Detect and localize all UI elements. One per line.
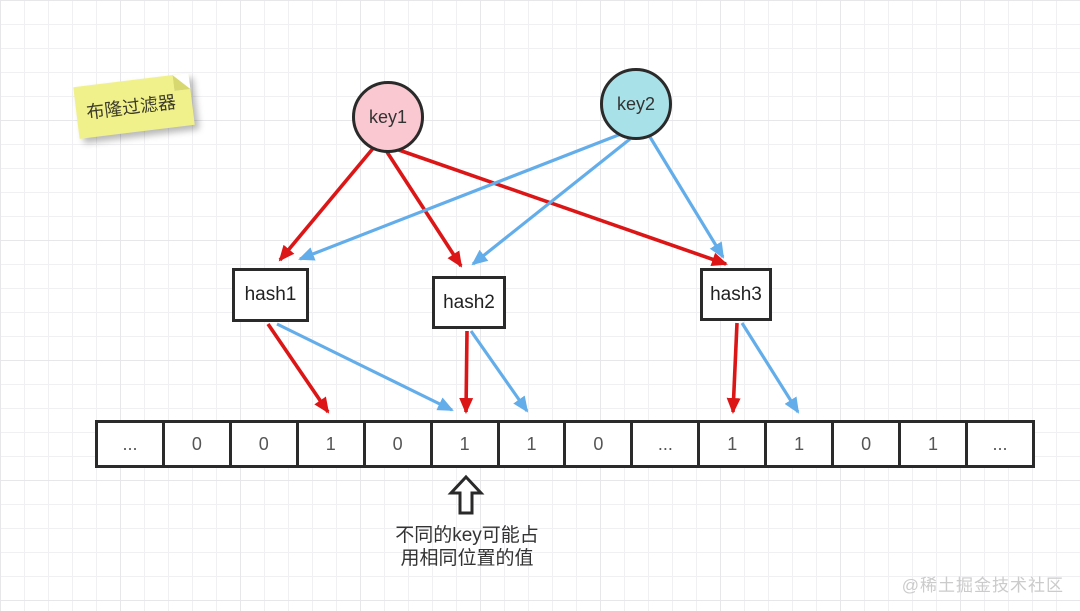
key1-node: key1: [352, 81, 424, 153]
hash3-box: hash3: [700, 268, 772, 321]
hash1-label: hash1: [244, 284, 297, 305]
bit-cell: 1: [901, 423, 968, 465]
hash3-to-bit11-arrow: [740, 322, 800, 414]
bit-cell: 0: [366, 423, 433, 465]
collision-caption: 不同的key可能占 用相同位置的值: [347, 524, 587, 570]
key2-node: key2: [600, 68, 672, 140]
key2-to-hash1-arrow: [298, 132, 622, 261]
hash2-box: hash2: [432, 276, 506, 329]
hash1-to-bit4-arrow: [266, 322, 330, 414]
watermark: @稀土掘金技术社区: [901, 576, 1064, 595]
key1-to-hash3-arrow: [395, 147, 728, 267]
hash2-to-bit7-arrow: [469, 330, 529, 413]
collision-caption-line2: 用相同位置的值: [400, 548, 534, 569]
hash2-label: hash2: [443, 291, 495, 313]
bit-cell: 1: [433, 423, 500, 465]
bit-cell: ...: [98, 423, 165, 465]
key2-to-hash2-arrow: [471, 137, 631, 266]
bit-cell: 0: [834, 423, 902, 465]
bit-cell: 0: [566, 423, 634, 465]
bit-cell: 1: [700, 423, 768, 465]
bit-cell: ...: [633, 423, 701, 465]
bit-cell: ...: [992, 433, 1008, 454]
bit-cell: 1: [299, 423, 366, 465]
hash1-to-bit6-arrow: [276, 322, 454, 412]
key2-label: key2: [616, 93, 656, 114]
bit-cell: 1: [500, 423, 567, 465]
hash3-to-bit10-arrow: [726, 322, 741, 414]
bit-array: ... 0 0 1 0 1 1 0 ... 1 1 0 1 ...: [95, 420, 1035, 468]
key1-to-hash1-arrow: [278, 144, 377, 262]
bit-cell: 1: [767, 423, 835, 465]
key2-to-hash3-arrow: [648, 136, 725, 259]
bit-cell: 0: [232, 423, 299, 465]
collision-pointer-icon: [447, 474, 485, 515]
sticky-note-label: 布隆过滤器: [85, 91, 178, 123]
hash2-to-bit6-arrow: [459, 330, 474, 414]
bit-cell: 0: [165, 423, 232, 465]
collision-caption-line1: 不同的key可能占: [395, 525, 539, 546]
hash3-label: hash3: [710, 283, 762, 305]
hash1-box: hash1: [232, 268, 309, 322]
key1-label: key1: [368, 106, 408, 127]
